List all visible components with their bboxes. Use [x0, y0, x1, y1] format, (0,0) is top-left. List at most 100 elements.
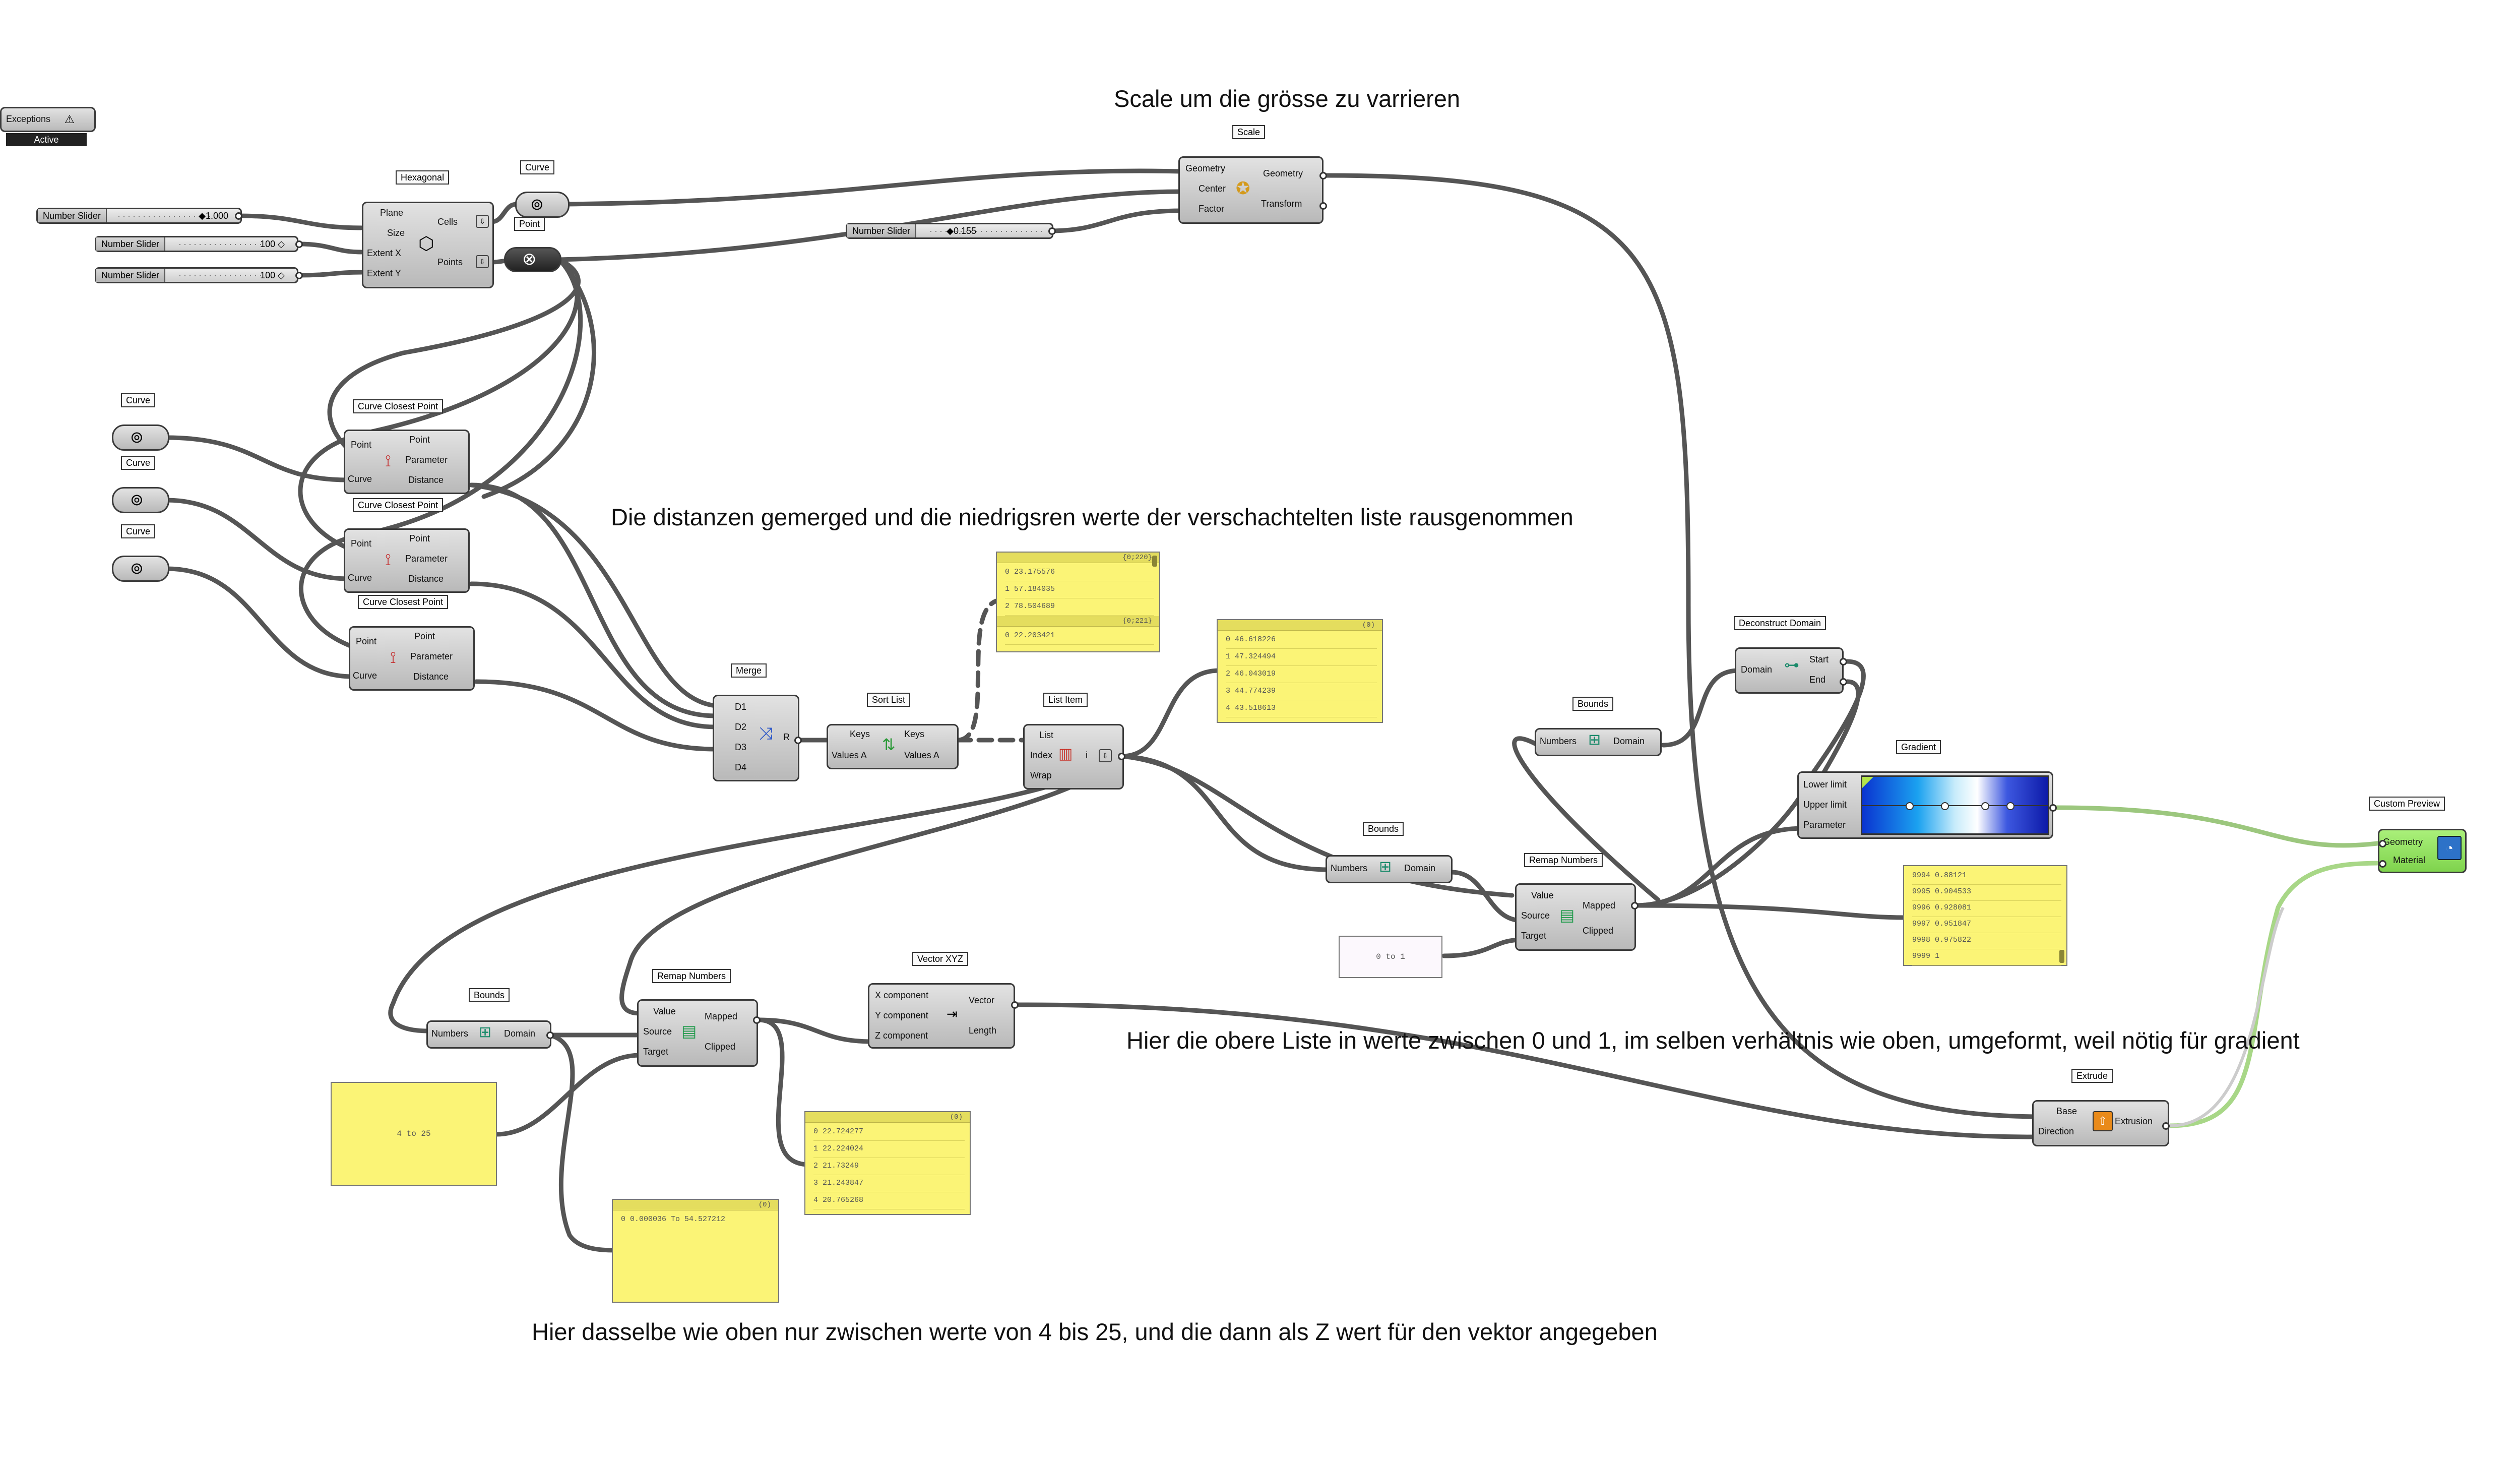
- grip[interactable]: [235, 212, 242, 220]
- exceptions-status: Active: [6, 133, 87, 146]
- bounds-component-low[interactable]: Numbers ⊞ Domain: [426, 1020, 551, 1049]
- curve-param-title: Curve: [121, 456, 156, 470]
- grip[interactable]: [1840, 678, 1847, 686]
- merge-component[interactable]: D1 D2 D3 D4 ⤨ R: [713, 695, 799, 781]
- curve-param-2[interactable]: ⊚: [112, 487, 169, 513]
- bounds-component-mid[interactable]: Numbers ⊞ Domain: [1326, 855, 1453, 883]
- extrude-icon: ⇧: [2093, 1111, 2113, 1131]
- sort-list-title: Sort List: [867, 693, 911, 707]
- remap-numbers-title: Remap Numbers: [652, 969, 731, 983]
- number-slider-extent-y[interactable]: Number Slider 100 ◇: [95, 267, 298, 283]
- scale-component[interactable]: Geometry Center Factor ✪ Geometry Transf…: [1178, 156, 1324, 224]
- remap-icon: ▤: [1559, 906, 1575, 924]
- domain-4-to-25-panel[interactable]: 4 to 25: [331, 1082, 497, 1186]
- curve-param-1[interactable]: ⊚: [112, 424, 169, 451]
- bounds-component-top[interactable]: Numbers ⊞ Domain: [1535, 728, 1662, 756]
- grip[interactable]: [1048, 227, 1056, 235]
- domain-icon: ⊶: [1784, 657, 1799, 674]
- curve-icon: ⊚: [130, 491, 144, 509]
- z-values-panel[interactable]: (0) 0 22.724277 1 22.224024 2 21.73249 3…: [804, 1111, 971, 1215]
- grip[interactable]: [295, 272, 303, 279]
- grip[interactable]: [1319, 172, 1327, 179]
- curve-param-top[interactable]: ⊚: [515, 192, 570, 218]
- grip[interactable]: [1011, 1001, 1019, 1009]
- domain-output-panel[interactable]: (0) 0 0.000036 To 54.527212: [612, 1199, 779, 1303]
- gradient-stop[interactable]: [1906, 802, 1914, 810]
- curve-closest-point-1[interactable]: Point Curve ⟟ Point Parameter Distance: [344, 430, 470, 494]
- curve-closest-point-2[interactable]: Point Curve ⟟ Point Parameter Distance: [344, 528, 470, 593]
- number-slider-factor[interactable]: Number Slider ◆0.155: [846, 223, 1053, 239]
- curve-param-title: Curve: [121, 393, 156, 407]
- list-item-title: List Item: [1043, 693, 1088, 707]
- bounds-icon: ⊞: [479, 1024, 492, 1041]
- sort-list-component[interactable]: Keys Values A ⇅ Keys Values A: [827, 724, 959, 769]
- curve-closest-point-3[interactable]: Point Curve ⟟ Point Parameter Distance: [349, 626, 475, 691]
- exceptions-label: Exceptions: [6, 114, 51, 124]
- scale-icon: ✪: [1236, 179, 1250, 198]
- merge-icon: ⤨: [759, 724, 773, 743]
- curve-param-title: Curve: [121, 524, 156, 538]
- gradient-stop[interactable]: [1941, 802, 1949, 810]
- preview-icon: ◔: [2437, 836, 2462, 860]
- gradient-corner-marker: [1862, 777, 1873, 788]
- exceptions-icon: ⚠: [65, 113, 75, 126]
- panel-scrollbar[interactable]: [2059, 950, 2064, 963]
- remap-numbers-component-top[interactable]: Value Source Target ▤ Mapped Clipped: [1515, 883, 1636, 951]
- custom-preview-title: Custom Preview: [2369, 797, 2445, 811]
- curve-icon: ⊚: [130, 559, 144, 577]
- list-item-component[interactable]: List Index Wrap ▥ i ⇩: [1023, 724, 1124, 789]
- bounds-icon: ⊞: [1379, 859, 1392, 875]
- sort-output-panel[interactable]: {0;220} 0 23.175576 1 57.184035 2 78.504…: [996, 552, 1160, 652]
- point-param-title: Point: [514, 217, 545, 231]
- grip[interactable]: [794, 737, 802, 744]
- grip[interactable]: [1118, 753, 1125, 760]
- hexagonal-component[interactable]: Plane Size Extent X Extent Y ⬡ Cells Poi…: [362, 202, 494, 288]
- grip[interactable]: [1631, 902, 1639, 909]
- closest-point-title: Curve Closest Point: [353, 399, 444, 413]
- grip[interactable]: [2049, 804, 2057, 812]
- number-slider-extent-x[interactable]: Number Slider 100 ◇: [95, 236, 298, 252]
- flatten-icon: ⇩: [476, 255, 489, 268]
- grip[interactable]: [546, 1031, 554, 1039]
- remap-numbers-component-low[interactable]: Value Source Target ▤ Mapped Clipped: [637, 999, 758, 1067]
- deconstruct-domain-component[interactable]: Domain ⊶ Start End: [1735, 647, 1844, 694]
- hexagonal-title: Hexagonal: [396, 170, 450, 185]
- grip[interactable]: [2162, 1122, 2170, 1130]
- curve-param-3[interactable]: ⊚: [112, 556, 169, 582]
- closest-point-icon: ⟟: [385, 452, 391, 470]
- closest-point-icon: ⟟: [390, 648, 396, 666]
- deconstruct-domain-title: Deconstruct Domain: [1734, 616, 1826, 630]
- domain-0-to-1-panel[interactable]: 0 to 1: [1339, 936, 1442, 978]
- gradient-title: Gradient: [1896, 740, 1941, 754]
- annotation-scale: Scale um die grösse zu varrieren: [1114, 85, 1461, 112]
- closest-point-title: Curve Closest Point: [358, 595, 449, 609]
- panel-scrollbar[interactable]: [1152, 556, 1157, 567]
- extrude-component[interactable]: Base Direction ⇧ Extrusion: [2032, 1100, 2169, 1146]
- remap-icon: ▤: [681, 1022, 697, 1040]
- gradient-bar[interactable]: [1861, 775, 2049, 835]
- bounds-title: Bounds: [1572, 697, 1614, 711]
- scale-title: Scale: [1232, 125, 1266, 139]
- mapped-values-panel[interactable]: 9994 0.88121 9995 0.904533 9996 0.928081…: [1903, 865, 2067, 966]
- sort-icon: ⇅: [882, 736, 896, 754]
- closest-point-icon: ⟟: [385, 551, 391, 569]
- grip[interactable]: [295, 240, 303, 248]
- point-icon: ⊗: [522, 250, 537, 269]
- closest-point-title: Curve Closest Point: [353, 498, 444, 512]
- grip[interactable]: [2379, 840, 2386, 847]
- grip[interactable]: [1319, 202, 1327, 210]
- gradient-stop[interactable]: [1981, 802, 1989, 810]
- exceptions-component[interactable]: Exceptions ⚠ Active: [0, 107, 96, 148]
- custom-preview-component[interactable]: Geometry Material ◔: [2378, 829, 2467, 873]
- list-item-output-panel[interactable]: (0) 0 46.618226 1 47.324494 2 46.043019 …: [1217, 619, 1383, 723]
- gradient-component[interactable]: Lower limit Upper limit Parameter: [1797, 771, 2053, 839]
- point-param[interactable]: ⊗: [504, 247, 561, 272]
- grip[interactable]: [1840, 658, 1847, 665]
- grip[interactable]: [2379, 860, 2386, 868]
- number-slider-size[interactable]: Number Slider ◆1.000: [36, 208, 242, 224]
- vector-xyz-component[interactable]: X component Y component Z component ⇥ Ve…: [868, 983, 1015, 1049]
- remap-numbers-title: Remap Numbers: [1524, 853, 1603, 867]
- grip[interactable]: [753, 1016, 761, 1024]
- vector-icon: ⇥: [947, 1006, 958, 1021]
- gradient-stop[interactable]: [2006, 802, 2014, 810]
